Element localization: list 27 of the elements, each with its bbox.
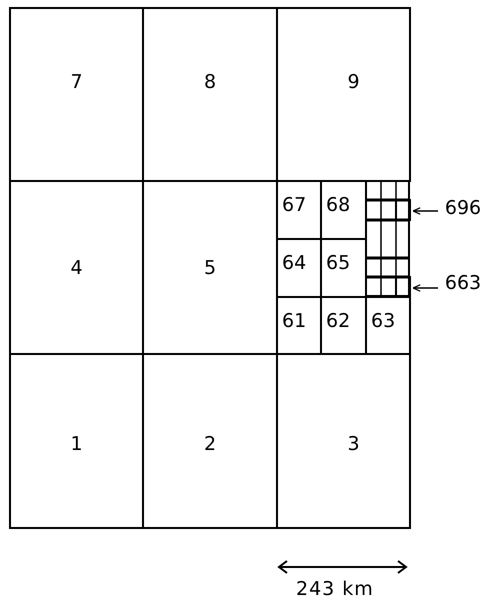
map-cell: [276, 353, 411, 529]
cell-label: 663: [444, 272, 482, 294]
map-cell: [9, 353, 144, 529]
map-cell: [276, 7, 411, 182]
cell-number: 5: [204, 256, 216, 278]
cell-number: 3: [347, 433, 360, 455]
cell-number: 65: [326, 252, 350, 274]
cell-number: 9: [347, 71, 360, 93]
arrow: [412, 207, 438, 215]
map-cell: [365, 296, 411, 355]
arrow: [412, 284, 438, 292]
map-cell: [9, 7, 144, 182]
cell-number: 68: [326, 194, 350, 216]
cell-number: 62: [326, 310, 350, 332]
cell-label: 696: [444, 197, 482, 219]
cell-number: 67: [282, 194, 306, 216]
dimension-label: 243 km: [296, 578, 374, 600]
sub-cell: [395, 199, 411, 221]
cell-number: 4: [70, 256, 83, 278]
cell-number: 7: [70, 71, 83, 93]
sub-cell: [395, 276, 411, 298]
cell-number: 63: [371, 310, 396, 332]
cell-number: 1: [70, 433, 83, 455]
cell-number: 2: [204, 433, 216, 455]
cell-number: 8: [204, 71, 216, 93]
cell-number: 64: [282, 252, 306, 274]
cell-number: 61: [282, 310, 306, 332]
